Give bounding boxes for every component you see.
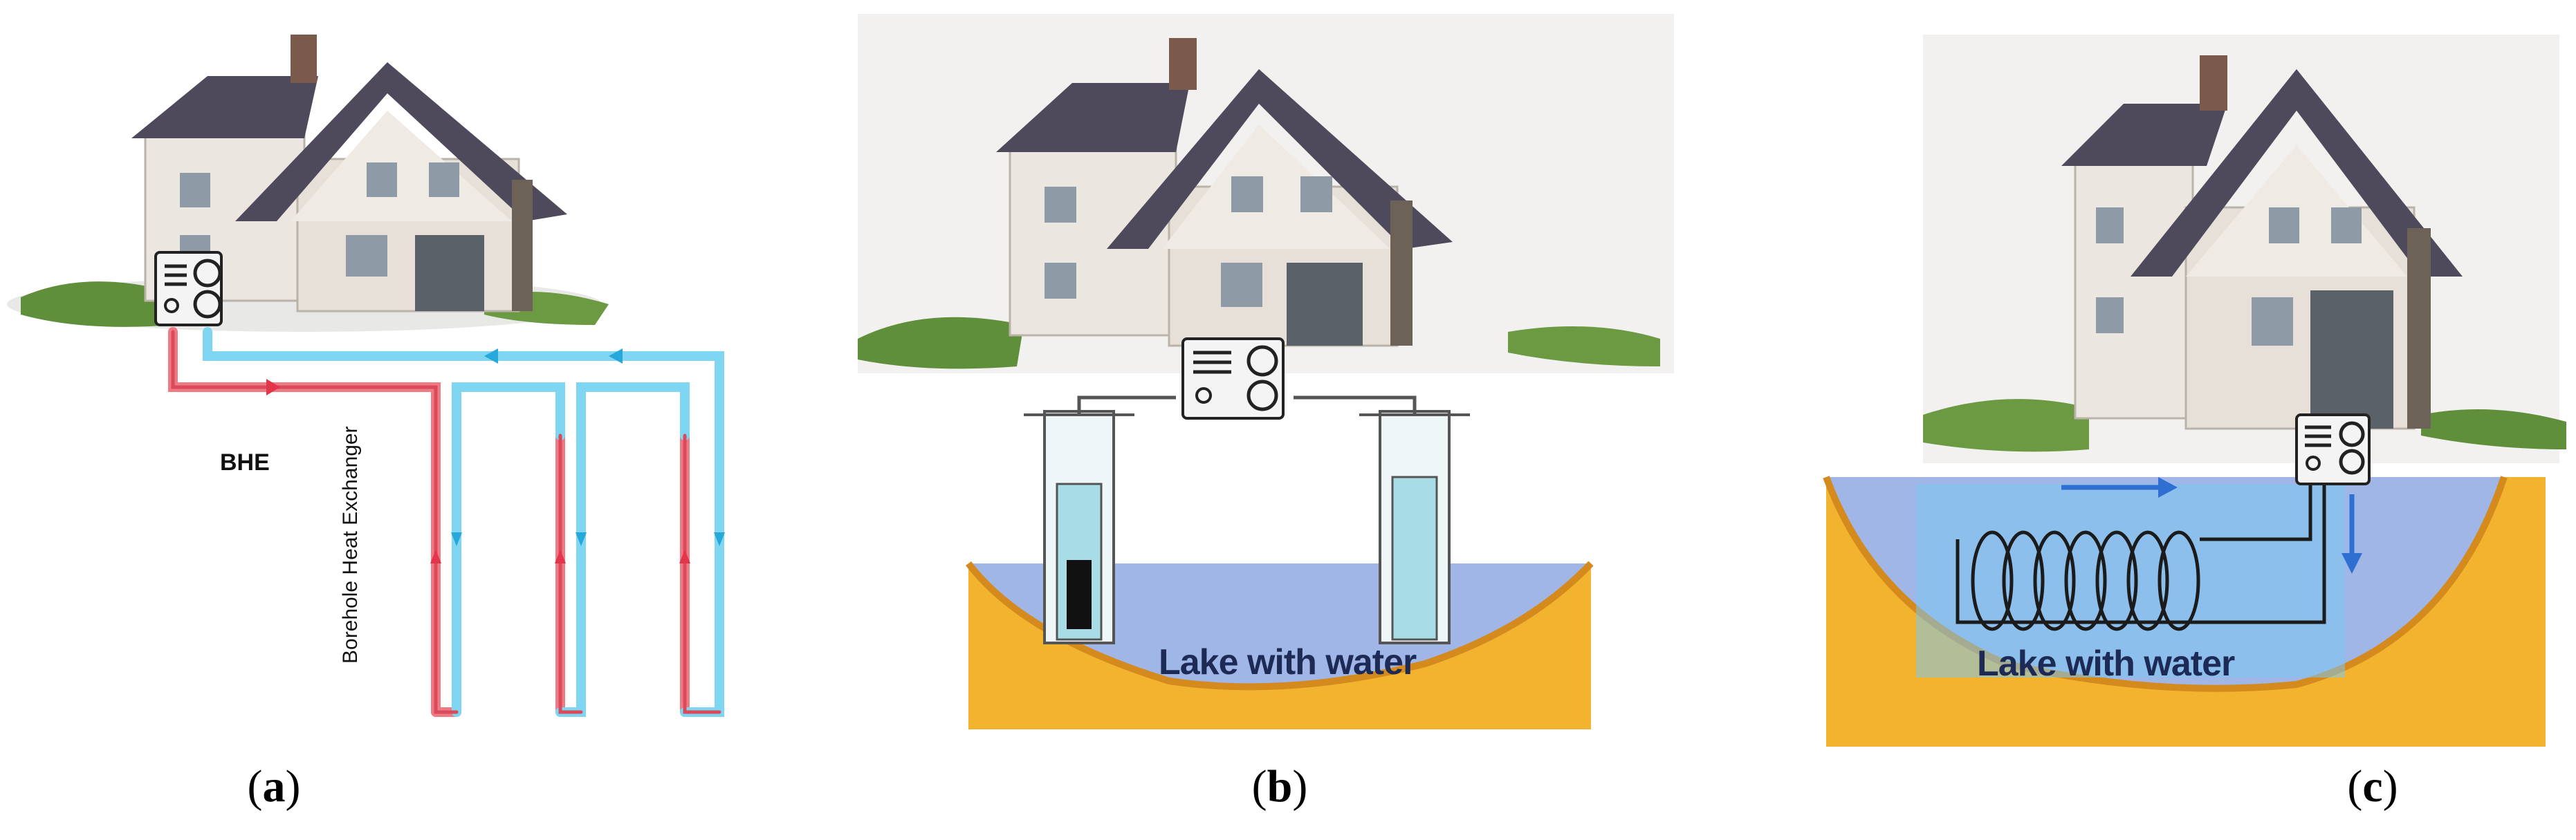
heat-pump-unit-a [154, 251, 223, 326]
panel-a: BHE Borehole Heat Exchanger (a) [0, 0, 830, 840]
house-b [858, 14, 1674, 373]
flow-arrows-a [266, 348, 725, 563]
lake-label-c: Lake with water [1977, 644, 2235, 684]
borehole-heat-exchanger-label: Borehole Heat Exchanger [339, 426, 362, 664]
lake-label-b: Lake with water [1159, 642, 1417, 682]
caption-a-open: ( [247, 761, 263, 812]
lake-coil [1956, 477, 2326, 631]
panel-c: Lake with water (c) [1798, 0, 2576, 840]
return-well [1359, 410, 1470, 644]
lake-c [1823, 476, 2546, 747]
caption-c-letter: c [2362, 761, 2383, 812]
panel-b-diagram [858, 14, 1674, 729]
panel-c-diagram [1823, 35, 2566, 747]
flow-arrows-c [2061, 477, 2362, 574]
caption-b-open: ( [1251, 761, 1267, 812]
heat-pump-unit-c [2295, 413, 2371, 485]
bhe-label: BHE [220, 449, 270, 476]
caption-a-close: ) [285, 761, 301, 812]
panel-b: Lake with water (b) [844, 0, 1702, 840]
house-c [1923, 35, 2566, 463]
caption-b-letter: b [1267, 761, 1293, 812]
caption-c-close: ) [2382, 761, 2398, 812]
caption-a: (a) [205, 760, 343, 813]
house-a [7, 35, 609, 332]
caption-c-open: ( [2347, 761, 2363, 812]
caption-b-close: ) [1292, 761, 1308, 812]
panel-a-diagram [7, 35, 725, 717]
heat-pump-unit-b [1181, 337, 1285, 420]
caption-a-letter: a [262, 761, 286, 812]
caption-c: (c) [2303, 760, 2442, 813]
caption-b: (b) [1211, 760, 1349, 813]
well-pipes [1077, 395, 1417, 415]
